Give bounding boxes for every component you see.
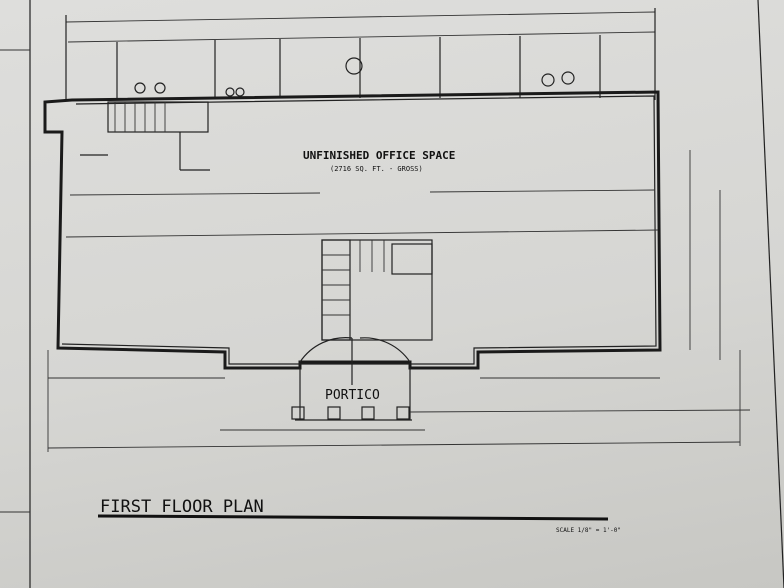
rear-deck xyxy=(116,35,601,98)
central-stair xyxy=(299,239,433,385)
title-underline xyxy=(97,514,609,521)
portico-label: PORTICO xyxy=(325,388,380,403)
column-icon xyxy=(327,406,341,420)
room-area: (2716 SQ. FT. - GROSS) xyxy=(330,165,423,173)
rear-stair xyxy=(80,101,210,171)
column-icon xyxy=(291,406,305,420)
column-icon xyxy=(396,406,410,420)
bottom-dimensions xyxy=(47,150,751,452)
drawing-title: FIRST FLOOR PLAN xyxy=(100,497,264,517)
sheet-border-right xyxy=(757,0,784,588)
exterior-walls xyxy=(43,90,662,370)
portico: PORTICO xyxy=(291,368,412,421)
scale-note: SCALE 1/8" = 1'-0" xyxy=(556,527,621,534)
top-dimensions xyxy=(65,8,656,100)
beam-line xyxy=(65,229,659,238)
column-icon xyxy=(361,406,375,420)
room-label: UNFINISHED OFFICE SPACE xyxy=(303,149,455,162)
compass-icon xyxy=(345,57,363,75)
